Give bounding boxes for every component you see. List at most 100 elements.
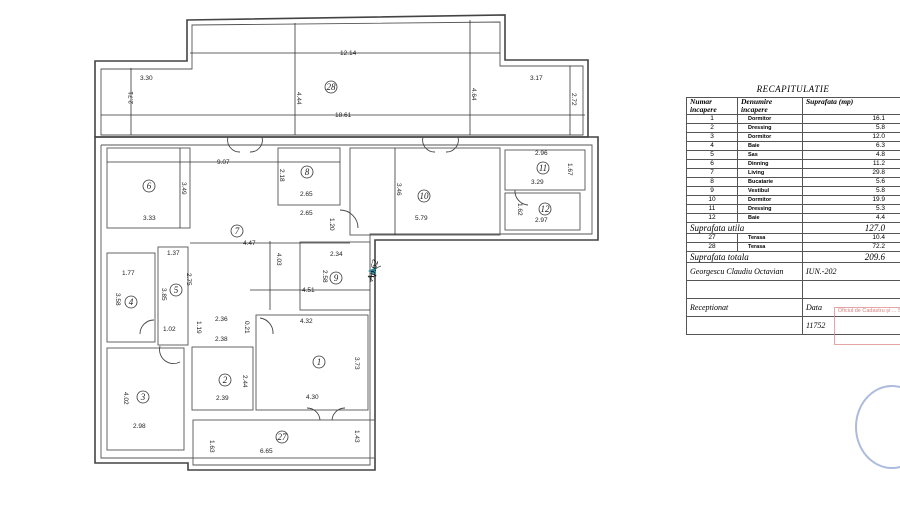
dimension-label: 12.14	[340, 50, 357, 57]
door-terrace-27	[306, 407, 346, 421]
header-name: Denumire incapere	[737, 97, 803, 115]
dimension-label: 3.46	[395, 183, 402, 196]
dimension-label: 1.20	[328, 218, 335, 231]
utila-label: Suprafata utila	[686, 222, 803, 234]
terrace-28-inner	[100, 21, 584, 136]
door-kitchen	[339, 209, 359, 229]
room-number: 2	[223, 375, 228, 385]
room-number: 7	[235, 226, 240, 236]
dimension-label: 2.38	[215, 336, 228, 343]
room-number: 4	[686, 141, 738, 151]
room-10-walls	[349, 147, 501, 236]
dimension-label: 1.63	[208, 440, 215, 453]
dimension-label: 3.85	[160, 288, 167, 301]
dimension-label: 9.07	[217, 159, 230, 166]
apartment-inner	[100, 144, 593, 466]
door-bedroom-1	[259, 317, 274, 335]
room-8-walls	[277, 147, 341, 206]
dimension-label: 1.02	[163, 326, 176, 333]
room-area: 12.0	[802, 132, 900, 142]
dimension-label: 4.30	[306, 394, 319, 401]
room-area: 5.8	[802, 123, 900, 133]
door-bath-12	[514, 189, 529, 206]
dimension-label: 3.73	[353, 357, 360, 370]
room-name: Dormitor	[737, 114, 803, 124]
dimension-label: 1.67	[566, 163, 573, 176]
room-number: 9	[686, 186, 738, 196]
room-12-walls	[504, 192, 581, 231]
room-number: 2	[686, 123, 738, 133]
door-terrace-right	[422, 136, 459, 153]
room-name: Terasa	[737, 233, 803, 243]
dimension-label: 2.96	[535, 150, 548, 157]
room-area: 4.8	[802, 150, 900, 160]
room-number: 6	[147, 181, 152, 191]
dimension-label: 2.75	[185, 273, 192, 286]
entrance-arrow-icon	[368, 267, 376, 275]
room-name: Baie	[737, 213, 803, 223]
dimension-label: 4.03	[275, 253, 282, 266]
room-number: 1	[317, 357, 322, 367]
room-area: 5.8	[802, 186, 900, 196]
dimension-label: 2.34	[330, 251, 343, 258]
totala-label: Suprafata totala	[686, 251, 803, 263]
room-name: Living	[737, 168, 803, 178]
dimension-label: 2.97	[535, 217, 548, 224]
room-27-walls	[192, 419, 376, 459]
room-6-walls	[106, 147, 191, 229]
room-4-walls	[106, 252, 156, 343]
dimension-label: 2.65	[300, 210, 313, 217]
dimension-label: 2.98	[133, 423, 146, 430]
room-number: 10	[686, 195, 738, 205]
floor-plan: 28 6 7 8 10 11 12 9 4 5 1 2 3 27 12.14 3…	[94, 14, 599, 471]
room-number: 9	[334, 273, 339, 283]
dimension-label: 2.72	[570, 93, 577, 106]
room-name: Dressing	[737, 204, 803, 214]
room-number: 4	[129, 297, 134, 307]
room-9-walls	[299, 241, 371, 311]
room-number: 3	[686, 132, 738, 142]
dimension-label: 2.71	[128, 91, 135, 104]
dimension-label: 4.32	[300, 318, 313, 325]
author-name: Georgescu Claudiu Octavian	[686, 262, 803, 281]
header-number: Numar incapere	[686, 97, 738, 115]
dimension-lines	[101, 20, 585, 310]
room-name: Dormitor	[737, 132, 803, 142]
recap-header-row: Numar incapere Denumire incapere Suprafa…	[686, 97, 900, 115]
dimension-label: 2.44	[241, 375, 248, 388]
dimension-label: 5.79	[415, 215, 428, 222]
dimension-label: 18.61	[335, 112, 352, 119]
dimension-label: 3.17	[530, 75, 543, 82]
dimension-label: 3.33	[143, 215, 156, 222]
dimension-label: 3.58	[114, 293, 121, 306]
room-area: 16.1	[802, 114, 900, 124]
dimension-label: 0.21	[243, 321, 250, 334]
room-name: Sas	[737, 150, 803, 160]
date-value: IUN.-202	[802, 262, 900, 281]
dimension-label: 3.29	[531, 179, 544, 186]
room-number: 8	[686, 177, 738, 187]
blank-row	[686, 280, 900, 299]
dimension-label: 2.58	[321, 270, 328, 283]
room-number: 11	[539, 163, 547, 173]
dimension-label: 1.62	[516, 203, 523, 216]
room-number: 12	[686, 213, 738, 223]
door-terrace-left	[227, 136, 263, 153]
room-number: 5	[174, 285, 179, 295]
number-row: 11752	[686, 316, 900, 335]
room-number: 7	[686, 168, 738, 178]
room-number: 28	[327, 82, 337, 92]
